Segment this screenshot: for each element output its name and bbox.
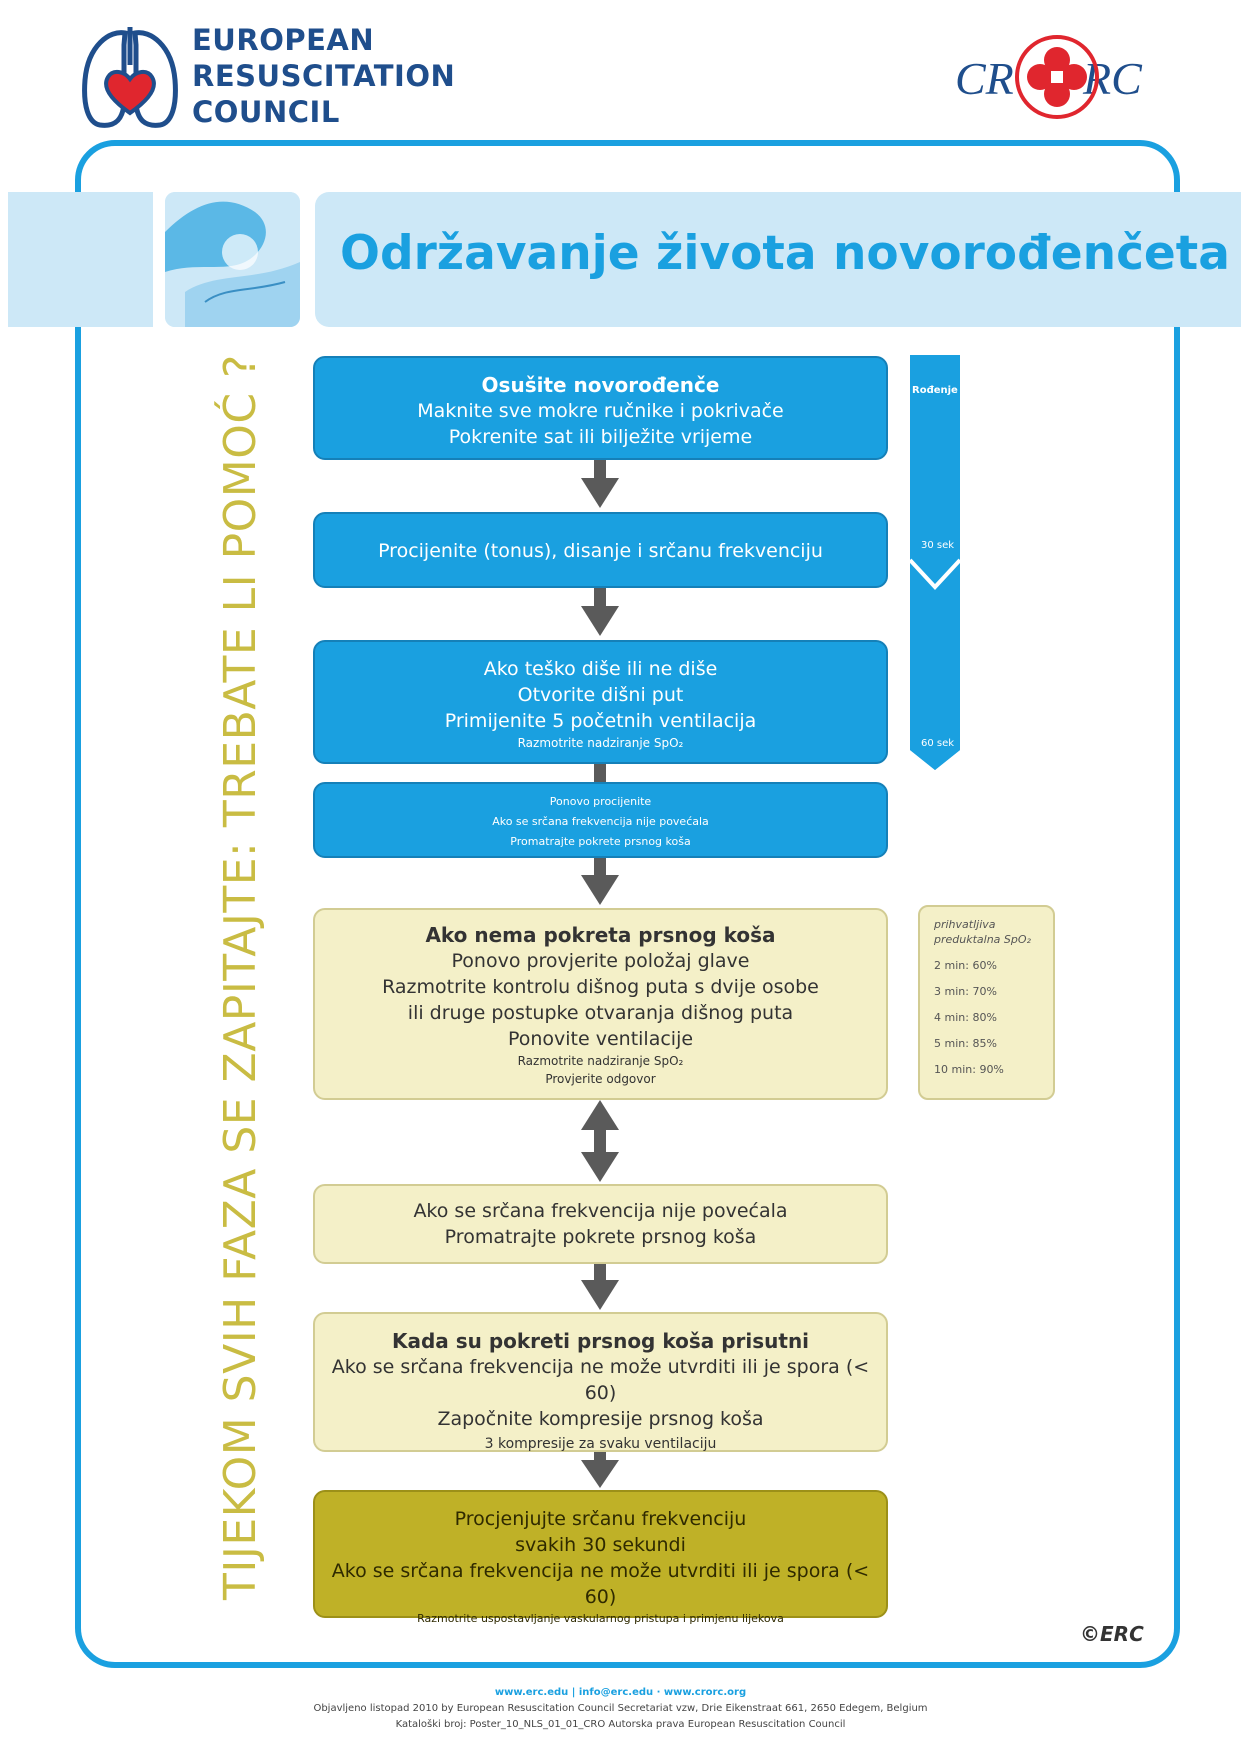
baby-illustration-icon: [165, 192, 300, 327]
timeline-60s-label: 60 sek: [921, 738, 955, 749]
poster-frame: [75, 140, 1180, 1668]
org-name-line: COUNCIL: [192, 95, 340, 129]
spo2-target-table: prihvatljiva preduktalna SpO₂ 2 min: 60%…: [918, 905, 1055, 1100]
flow-arrow: [581, 1452, 619, 1488]
step-note: Razmotrite nadziranje SpO₂: [517, 736, 684, 750]
erc-org-name: EUROPEAN RESUSCITATION COUNCIL: [192, 22, 455, 130]
step-note: 3 kompresije za svaku ventilaciju: [484, 1436, 717, 1452]
step-line: Procijenite (tonus), disanje i srčanu fr…: [378, 540, 823, 562]
page-title: Održavanje života novorođenčeta: [340, 226, 1230, 281]
footer: www.erc.edu | info@erc.edu · www.crorc.o…: [0, 1685, 1241, 1733]
spo2-row: 3 min: 70%: [934, 985, 997, 998]
spo2-header-line: preduktalna SpO₂: [934, 933, 1031, 946]
flow-arrow: [581, 460, 619, 508]
erc-lungs-heart-logo: [82, 27, 178, 128]
spo2-header: prihvatljiva preduktalna SpO₂: [934, 917, 1039, 947]
spo2-header-line: prihvatljiva: [934, 918, 996, 931]
step-dry-newborn: Osušite novorođenče Maknite sve mokre ru…: [313, 356, 888, 460]
flow-arrow: [581, 1262, 619, 1310]
spo2-row: 5 min: 85%: [934, 1037, 997, 1050]
step-line: Maknite sve mokre ručnike i pokrivače: [417, 400, 784, 422]
step-line: Razmotrite kontrolu dišnog puta s dvije …: [382, 976, 819, 998]
step-hr-not-increased: Ako se srčana frekvencija nije povećala …: [313, 1184, 888, 1264]
org-name-line: RESUSCITATION: [192, 59, 456, 93]
flow-double-arrow: [581, 1100, 619, 1182]
org-name-line: EUROPEAN: [192, 23, 375, 57]
step-no-chest-movement: Ako nema pokreta prsnog koša Ponovo prov…: [313, 908, 888, 1100]
erc-signature: ©ERC: [1080, 1622, 1144, 1646]
footer-links[interactable]: www.erc.edu | info@erc.edu · www.crorc.o…: [494, 1687, 747, 1698]
step-reassess-hr: Procjenjujte srčanu frekvenciju svakih 3…: [313, 1490, 888, 1625]
step-line: svakih 30 sekundi: [515, 1534, 686, 1556]
spo2-row: 4 min: 80%: [934, 1011, 997, 1024]
title-band: [315, 192, 1241, 327]
step-line: Ponovo procijenite: [549, 795, 652, 808]
spo2-row: 2 min: 60%: [934, 959, 997, 972]
flow-connector-line: [594, 764, 606, 784]
spo2-row: 10 min: 90%: [934, 1063, 1004, 1076]
step-line: Ako se srčana frekvencija ne može utvrdi…: [331, 1356, 870, 1404]
time-scale-bar: Rođenje 30 sek 60 sek: [905, 355, 965, 775]
footer-catalog: Kataloški broj: Poster_10_NLS_01_01_CRO …: [395, 1719, 846, 1730]
step-line: Ponovo provjerite položaj glave: [451, 950, 750, 972]
newborn-illustration: [165, 192, 300, 327]
step-reassess: Ponovo procijenite Ako se srčana frekven…: [313, 782, 888, 858]
flow-arrow: [581, 588, 619, 636]
step-line: Otvorite dišni put: [517, 684, 684, 706]
step-open-airway: Ako teško diše ili ne diše Otvorite dišn…: [313, 640, 888, 764]
step-chest-compressions: Kada su pokreti prsnog koša prisutni Ako…: [313, 1312, 888, 1452]
step-title: Ako nema pokreta prsnog koša: [425, 923, 776, 947]
step-line: Ako se srčana frekvencija ne može utvrdi…: [331, 1560, 870, 1608]
step-line: Promatrajte pokrete prsnog koša: [444, 1226, 757, 1248]
step-line: Promatrajte pokrete prsnog koša: [510, 835, 691, 848]
step-title: Kada su pokreti prsnog koša prisutni: [391, 1329, 810, 1353]
time-scale-shape: [908, 355, 962, 770]
step-assess: Procijenite (tonus), disanje i srčanu fr…: [313, 512, 888, 588]
flow-arrow: [581, 857, 619, 905]
step-line: Ako se srčana frekvencija nije povećala: [413, 1200, 788, 1222]
step-line: Ako se srčana frekvencija nije povećala: [492, 815, 709, 828]
footer-publication: Objavljeno listopad 2010 by European Res…: [313, 1703, 928, 1714]
crorc-logo: CR RC: [955, 35, 1143, 119]
step-line: Ako teško diše ili ne diše: [483, 658, 718, 680]
step-note: Provjerite odgovor: [545, 1072, 656, 1086]
timeline-30s-label: 30 sek: [921, 540, 955, 551]
step-line: Primijenite 5 početnih ventilacija: [444, 710, 757, 732]
step-line: Pokrenite sat ili bilježite vrijeme: [448, 426, 753, 448]
svg-text:CR: CR: [955, 53, 1014, 104]
step-line: ili druge postupke otvaranja dišnog puta: [407, 1002, 794, 1024]
step-line: Procjenjujte srčanu frekvenciju: [454, 1508, 747, 1530]
timeline-birth-label: Rođenje: [912, 385, 958, 396]
title-band-left: [8, 192, 153, 327]
step-line: Ponovite ventilacije: [507, 1028, 694, 1050]
step-title: Osušite novorođenče: [481, 373, 720, 397]
step-line: Započnite kompresije prsnog koša: [437, 1408, 764, 1430]
step-note: Razmotrite nadziranje SpO₂: [517, 1054, 684, 1068]
step-note: Razmotrite uspostavljanje vaskularnog pr…: [417, 1612, 784, 1625]
